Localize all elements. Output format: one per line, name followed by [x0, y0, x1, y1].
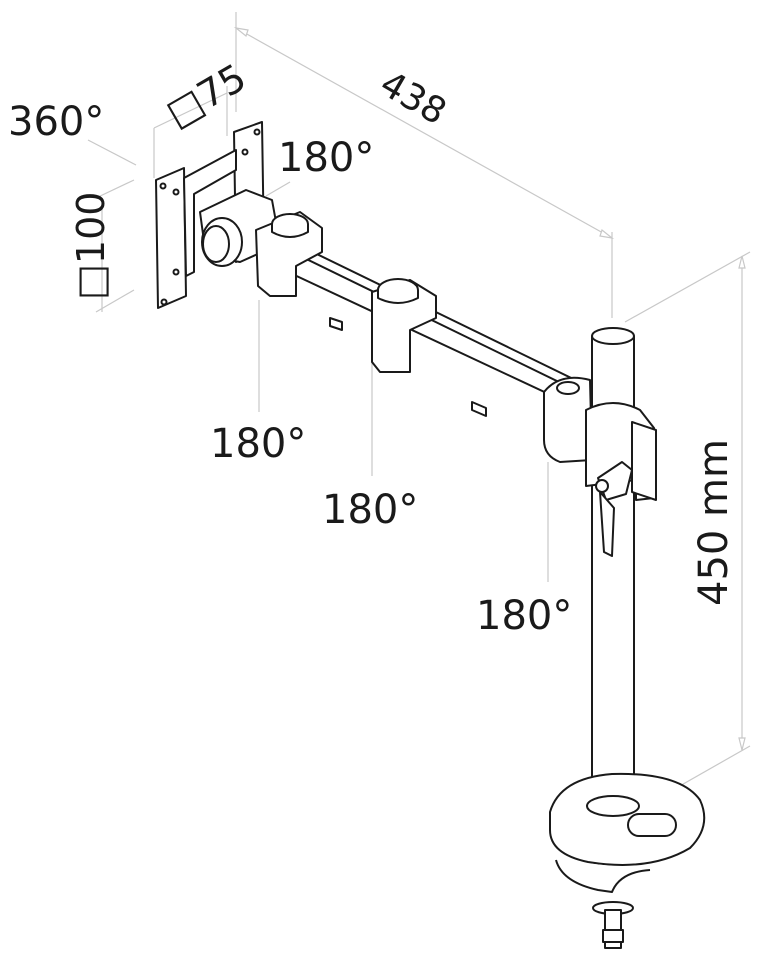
pole	[591, 327, 635, 811]
label-tilt-180: 180°	[278, 135, 375, 181]
label-pole-height-450: 450 mm	[691, 439, 737, 606]
joint-2	[329, 278, 487, 417]
label-joint1-180: 180°	[210, 421, 307, 467]
label-joint2-180: 180°	[322, 487, 419, 533]
mount-drawing	[155, 121, 706, 949]
dimension-lines	[87, 12, 751, 821]
label-vesa-100: □100	[69, 191, 113, 300]
label-360-rotation: 360°	[8, 99, 105, 145]
desk-clamp	[549, 772, 706, 949]
clamp-lever	[595, 461, 633, 557]
label-joint3-180: 180°	[476, 593, 573, 639]
joint-1	[255, 211, 323, 297]
